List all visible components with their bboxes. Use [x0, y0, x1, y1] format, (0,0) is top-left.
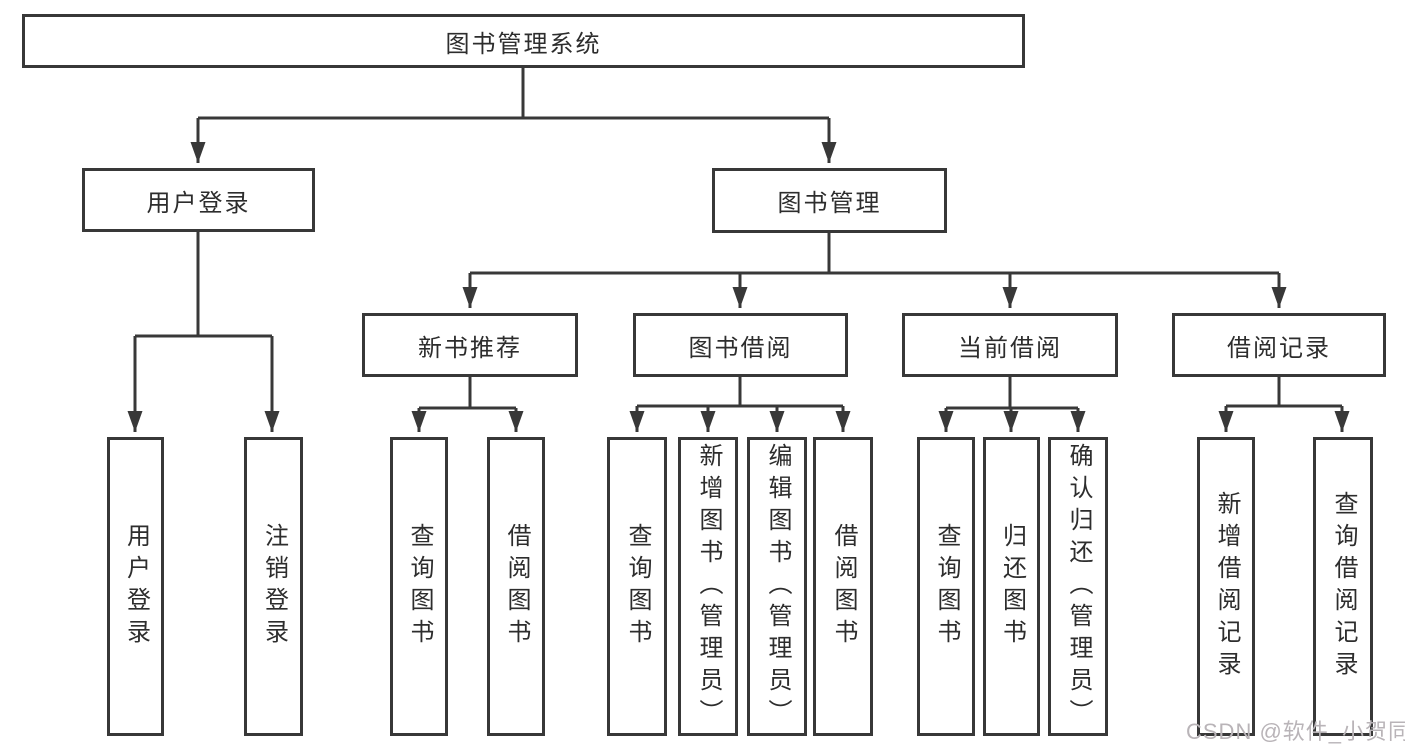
node-leaf-return-books: 归还图书 [983, 437, 1040, 736]
node-leaf-query-borrow-record: 查询借阅记录 [1313, 437, 1373, 736]
node-book-borrowing: 图书借阅 [633, 313, 848, 377]
node-leaf-borrow-books: 借阅图书 [813, 437, 873, 736]
csdn-watermark: CSDN @软件_小贺同学 [1186, 719, 1405, 744]
node-book-management: 图书管理 [712, 168, 947, 233]
node-user-login: 用户登录 [82, 168, 315, 232]
node-leaf-borrow-books-recommend: 借阅图书 [487, 437, 545, 736]
node-root-library-system: 图书管理系统 [22, 14, 1025, 68]
node-leaf-logout: 注销登录 [244, 437, 303, 736]
node-leaf-user-login: 用户登录 [107, 437, 164, 736]
node-leaf-confirm-return-admin: 确认归还（管理员） [1048, 437, 1108, 736]
node-leaf-query-books-borrowing: 查询图书 [607, 437, 667, 736]
node-current-borrowing: 当前借阅 [902, 313, 1118, 377]
node-leaf-add-borrow-record: 新增借阅记录 [1197, 437, 1255, 736]
node-new-book-recommend: 新书推荐 [362, 313, 578, 377]
node-leaf-query-books-recommend: 查询图书 [390, 437, 448, 736]
node-leaf-edit-books-admin: 编辑图书（管理员） [747, 437, 807, 736]
node-leaf-add-books-admin: 新增图书（管理员） [678, 437, 738, 736]
node-borrowing-records: 借阅记录 [1172, 313, 1386, 377]
node-leaf-query-books-current: 查询图书 [917, 437, 975, 736]
